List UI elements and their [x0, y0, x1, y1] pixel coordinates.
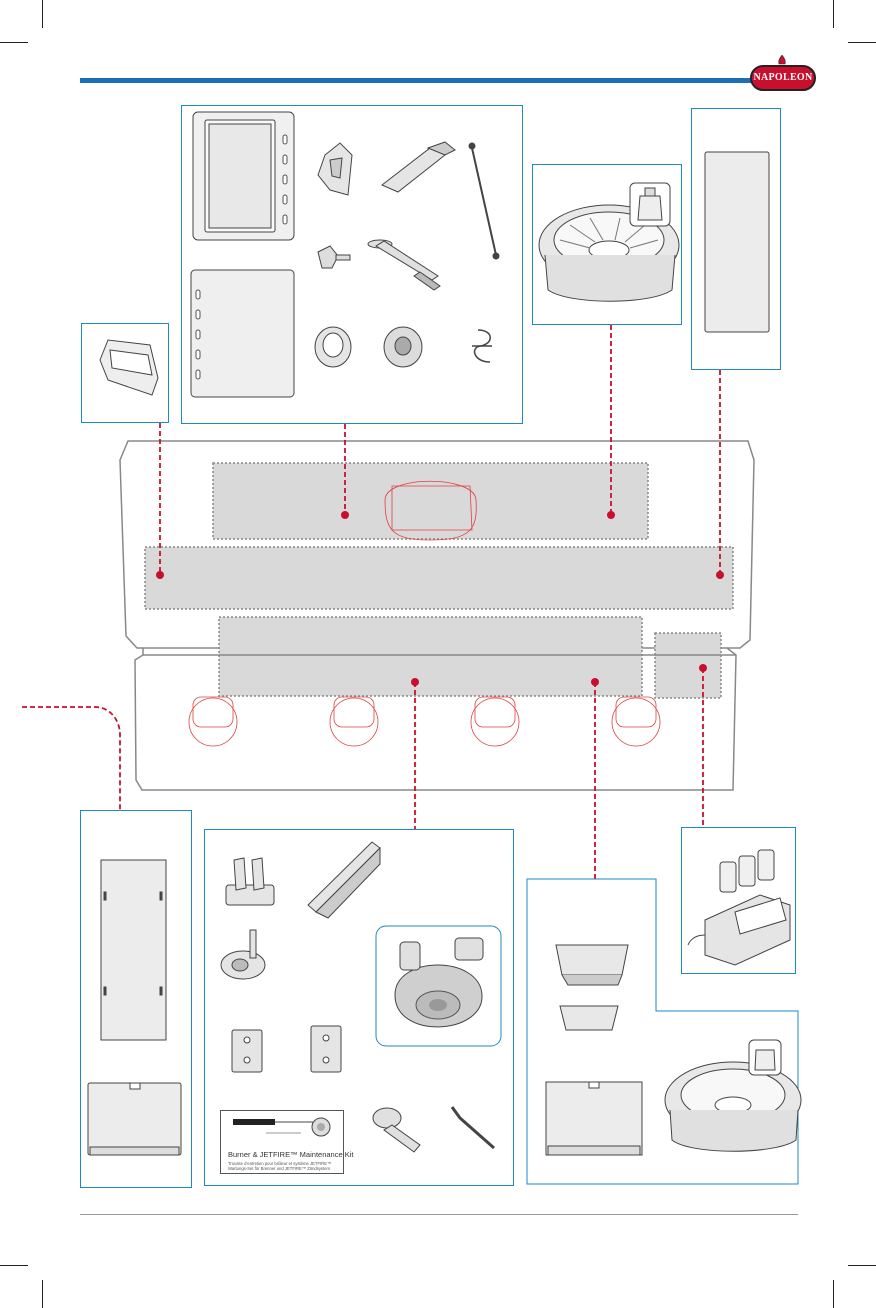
- heat-deflector-part: [308, 842, 380, 918]
- drip-pan-lower-part: [546, 1082, 642, 1155]
- callout-dot-icon: [341, 511, 349, 519]
- brush-icon: [221, 1111, 345, 1149]
- highlight-lid-area: [213, 463, 648, 539]
- hex-key-part: [452, 1107, 494, 1148]
- kit-title: Burner & JETFIRE™ Maintenance Kit: [228, 1150, 353, 1159]
- ring-collar-part: [315, 327, 351, 367]
- grease-tray-part: [556, 945, 628, 985]
- valve-part: [221, 930, 265, 979]
- drip-pan-part: [88, 1083, 181, 1155]
- electrode-bracket-left-part: [232, 1030, 262, 1072]
- callout-dot-icon: [716, 571, 724, 579]
- electrode-bracket-right-part: [311, 1026, 341, 1072]
- magnet-plate-part: [382, 142, 455, 192]
- handle-part: [100, 340, 158, 395]
- latch-part: [318, 246, 350, 268]
- highlight-burner-area: [219, 617, 642, 696]
- maintenance-kit-card: Burner & JETFIRE™ Maintenance Kit Trouss…: [220, 1110, 344, 1174]
- tank-badge-icon: [630, 183, 670, 226]
- callout-dot-icon: [699, 664, 707, 672]
- screw-part: [373, 1108, 420, 1152]
- rod-part: [470, 144, 499, 259]
- jetfire-burner-detail: [376, 926, 501, 1046]
- clip-part: [472, 330, 492, 362]
- callout-dot-icon: [607, 511, 615, 519]
- callout-dot-icon: [156, 571, 164, 579]
- door-front-part: [193, 112, 294, 240]
- knob-bezel-part: [384, 327, 422, 367]
- side-panel-part: [705, 152, 769, 332]
- highlight-ignition-area: [655, 633, 721, 698]
- shoulder-bolt-part: [368, 240, 440, 290]
- igniter-holder-part: [226, 858, 274, 905]
- callout-dot-icon: [591, 678, 599, 686]
- tank-badge-lower-icon: [749, 1040, 781, 1075]
- side-burner-ring-lower-part: [665, 1062, 801, 1151]
- grease-cup-part: [560, 1006, 618, 1030]
- hinge-bracket-part: [318, 143, 352, 195]
- highlight-grill-area: [145, 547, 733, 609]
- kit-subtitle-de: Wartungs-Set für Brenner und JETFIRE™ Zü…: [228, 1166, 330, 1171]
- left-panel-part: [101, 860, 166, 1040]
- battery-part: [720, 850, 774, 892]
- callout-dot-icon: [411, 678, 419, 686]
- ignition-module-part: [688, 895, 790, 965]
- door-back-part: [191, 270, 294, 397]
